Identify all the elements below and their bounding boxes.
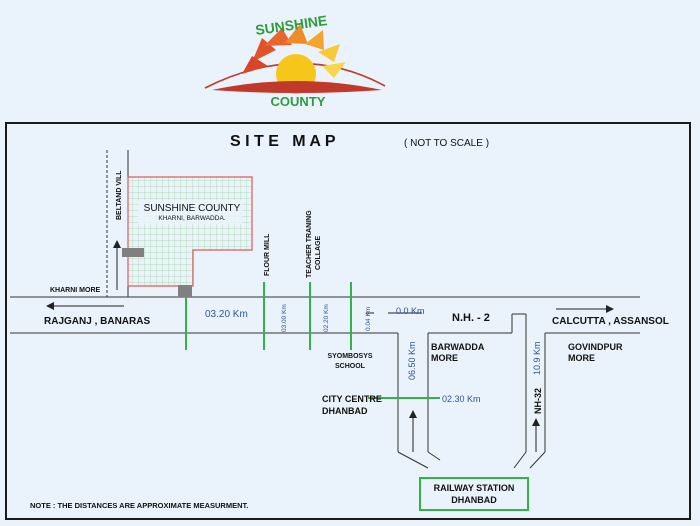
map-title: S I T E M A P xyxy=(230,133,336,150)
label-city-centre-line1: CITY CENTRE xyxy=(322,394,382,404)
scale-note: ( NOT TO SCALE ) xyxy=(404,138,489,149)
distance-to-project: 03.20 Km xyxy=(205,309,248,320)
label-syombosys-line1: SYOMBOSYS xyxy=(327,353,372,360)
arrow-right-icon xyxy=(556,305,614,313)
gate-marker-bottom xyxy=(178,285,192,297)
label-beltand-vill: BELTAND VILL xyxy=(116,170,123,220)
label-nh2: N.H. - 2 xyxy=(452,312,490,324)
label-kharni-more: KHARNI MORE xyxy=(50,287,100,294)
label-govindpur-line2: MORE xyxy=(568,353,595,363)
label-barwadda-line1: BARWADDA xyxy=(431,342,485,352)
gate-marker-left xyxy=(122,248,144,257)
map-frame xyxy=(5,122,691,520)
distance-govindpur: 10.9 Km xyxy=(532,341,542,375)
label-railway-line2: DHANBAD xyxy=(451,495,497,505)
label-teacher-line1: TEACHER TRANING xyxy=(306,210,313,278)
distance-city-centre-v: 06.50 Km xyxy=(407,341,417,380)
distance-markers xyxy=(185,282,440,399)
project-location: KHARNI, BARWADDA. xyxy=(158,215,225,222)
distance-syombosys: 0.04 Km xyxy=(365,307,372,331)
label-calcutta: CALCUTTA , ASSANSOL xyxy=(552,316,669,327)
label-rajganj: RAJGANJ , BANARAS xyxy=(44,316,150,327)
arrow-up-nh32-icon xyxy=(532,418,540,452)
logo-bottom-text: COUNTY xyxy=(271,94,326,109)
arrow-left-icon xyxy=(46,302,124,310)
logo-top-text: SUNSHINE xyxy=(254,12,328,38)
distance-barwadda: 0.0 Km xyxy=(396,306,425,316)
arrow-up-beltand-icon xyxy=(113,240,121,290)
sunshine-county-logo: SUNSHINE COUNTY xyxy=(204,12,386,109)
label-railway-line1: RAILWAY STATION xyxy=(434,483,515,493)
distance-city-centre-h: 02.30 Km xyxy=(442,394,481,404)
label-barwadda-line2: MORE xyxy=(431,353,458,363)
project-name: SUNSHINE COUNTY xyxy=(144,203,241,214)
direction-arrows xyxy=(46,240,614,452)
project-name-bg xyxy=(138,200,242,224)
label-teacher-line2: COLLAGE xyxy=(315,235,322,270)
arrow-up-city-centre-icon xyxy=(409,410,417,452)
label-syombosys-line2: SCHOOL xyxy=(335,363,366,370)
distance-teacher: 02.20 Km xyxy=(323,304,330,332)
sun-rays-icon xyxy=(242,24,346,78)
label-govindpur-line1: GOVINDPUR xyxy=(568,342,623,352)
railway-station-box: RAILWAY STATION DHANBAD xyxy=(419,477,529,511)
project-plot: SUNSHINE COUNTY KHARNI, BARWADDA. xyxy=(122,176,253,297)
map-footnote: NOTE : THE DISTANCES ARE APPROXIMATE MEA… xyxy=(30,501,248,510)
label-city-centre-line2: DHANBAD xyxy=(322,406,368,416)
distance-flour-mill: 03.00 Km xyxy=(281,304,288,332)
label-flour-mill: FLOUR MILL xyxy=(264,233,271,276)
logo-hill-icon xyxy=(212,81,382,93)
label-nh32: NH-32 xyxy=(533,388,543,414)
